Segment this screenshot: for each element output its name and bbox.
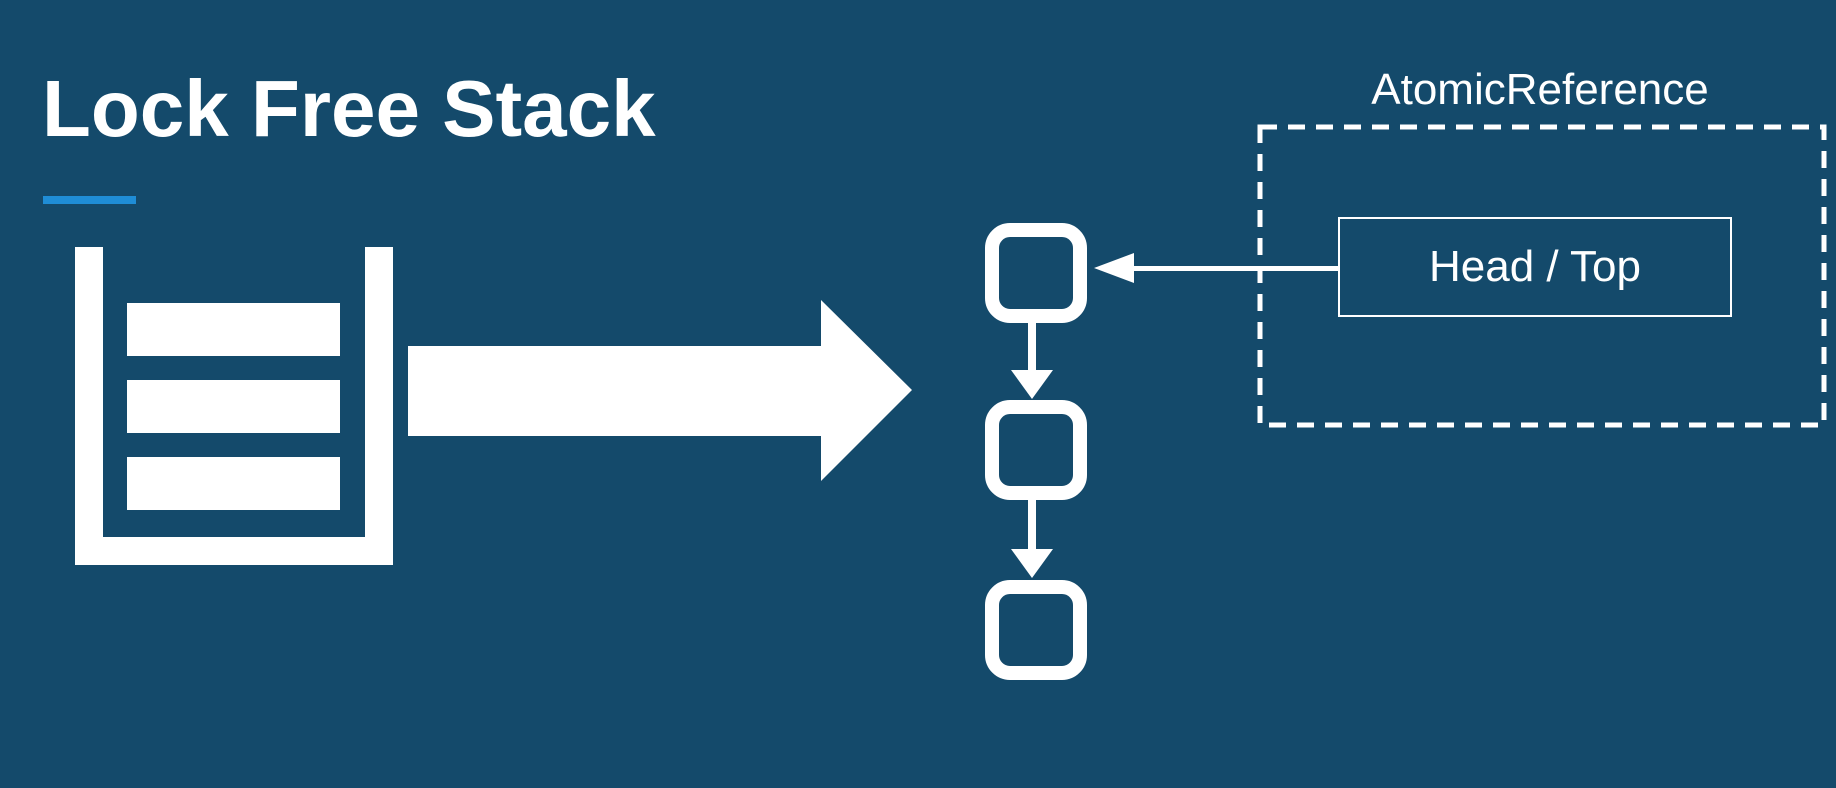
node-box-icon [985, 400, 1087, 500]
linked-list [985, 223, 1087, 680]
down-arrow-icon [1011, 500, 1053, 578]
stack-item-middle [127, 380, 340, 433]
stack-item-top [127, 303, 340, 356]
down-arrow-icon [1011, 323, 1053, 399]
atomic-reference-label: AtomicReference [1371, 65, 1709, 114]
title-accent-bar [43, 196, 136, 204]
right-arrow-icon [408, 300, 912, 481]
atomic-reference-box [1257, 124, 1827, 428]
stack-container-icon [75, 247, 393, 565]
node-box-icon [985, 580, 1087, 680]
head-top-label: Head / Top [1428, 242, 1641, 291]
node-box-icon [985, 223, 1087, 323]
head-pointer-arrow-icon [1094, 253, 1340, 283]
head-top-box: Head / Top [1338, 217, 1732, 317]
slide-title: Lock Free Stack [42, 64, 656, 153]
stack-item-bottom [127, 457, 340, 510]
